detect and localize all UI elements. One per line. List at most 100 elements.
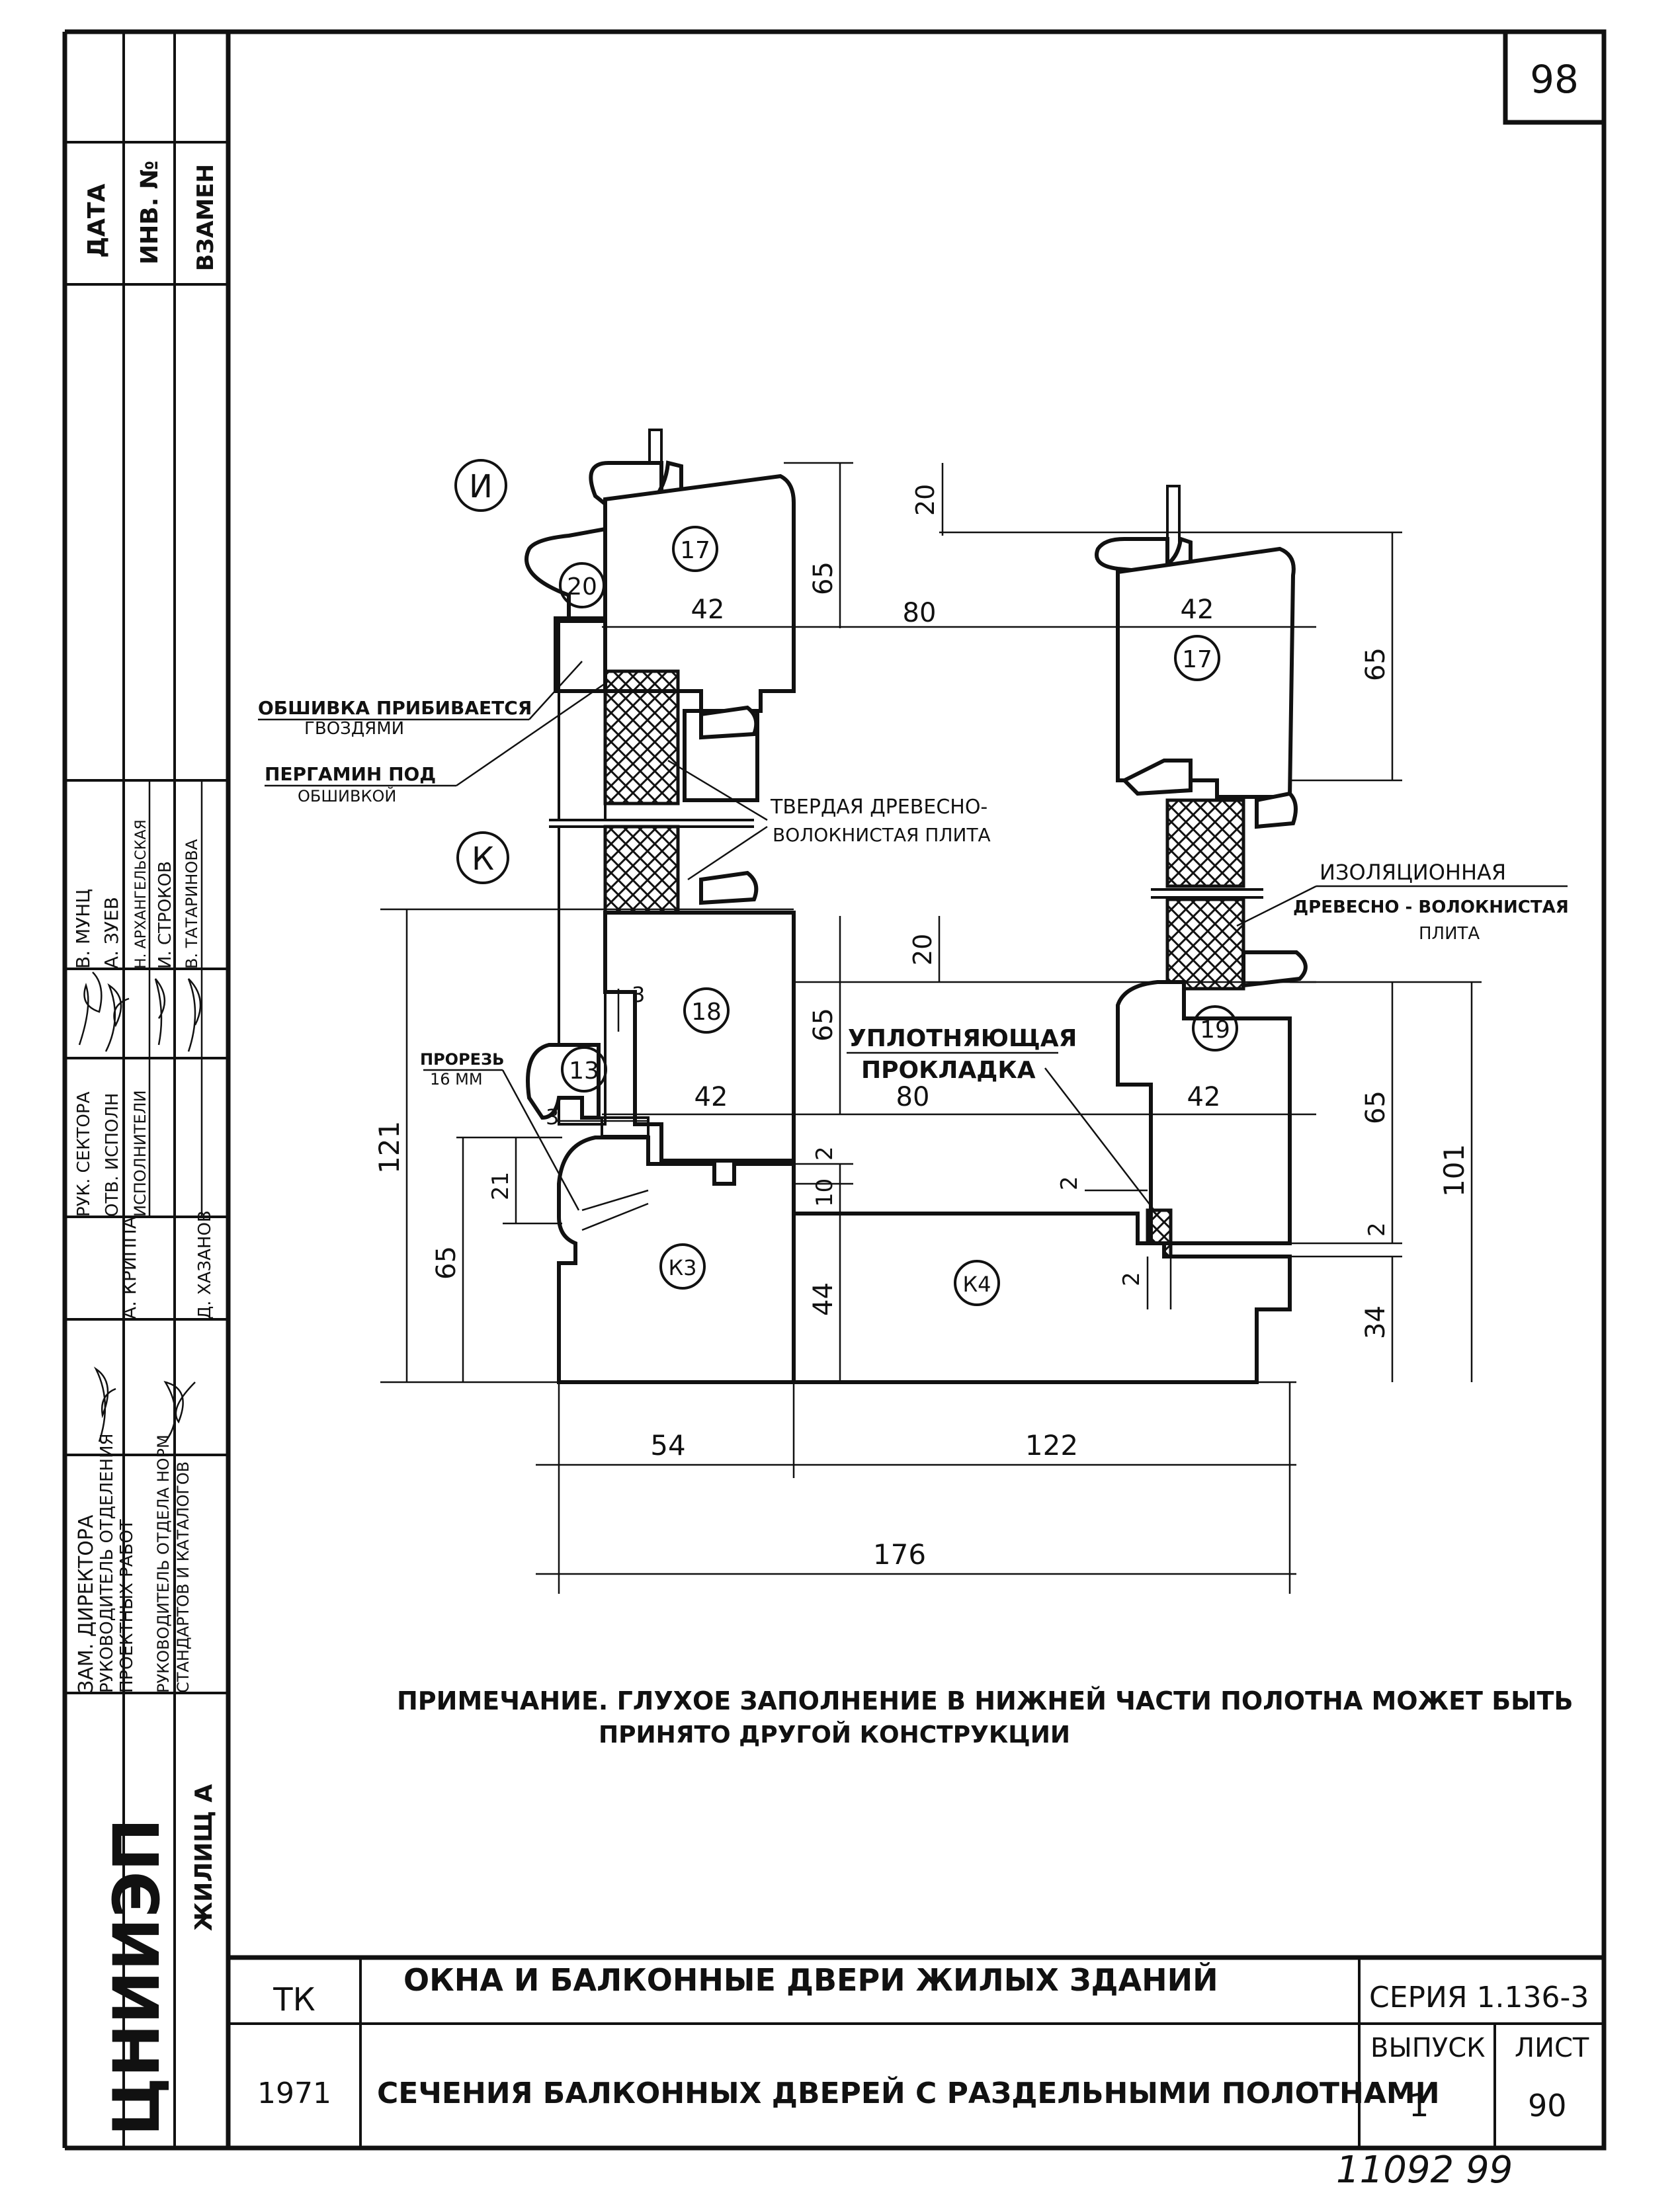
stamp-director-2a: РУКОВОДИТЕЛЬ ОТДЕЛА НОРМ — [154, 1434, 173, 1693]
sheet-border — [62, 29, 1607, 2151]
dim-34: 34 — [1361, 1305, 1391, 1339]
signature-2 — [105, 983, 130, 1052]
dim-21: 21 — [487, 1172, 514, 1200]
callouts: ОБШИВКА ПРИБИВАЕТСЯ ГВОЗДЯМИ ПЕРГАМИН ПО… — [258, 661, 1569, 1211]
signature-3 — [154, 978, 166, 1046]
stamp-name-munc: В. МУНЦ — [72, 889, 94, 969]
label-pergamin-2: ОБШИВКОЙ — [298, 786, 396, 805]
dim-2-b: 2 — [1056, 1176, 1083, 1190]
part-markers: 17 20 17 18 13 19 К3 К4 — [559, 526, 1238, 1306]
dim-121: 121 — [373, 1121, 405, 1174]
tb-series: СЕРИЯ 1.136-3 — [1369, 1981, 1589, 2014]
dim-65-right: 65 — [1361, 1091, 1391, 1124]
tb-subtitle: СЕЧЕНИЯ БАЛКОННЫХ ДВЕРЕЙ С РАЗДЕЛЬНЫМИ П… — [377, 2075, 1440, 2110]
dim-101: 101 — [1438, 1144, 1470, 1197]
note: ПРИМЕЧАНИЕ. ГЛУХОЕ ЗАПОЛНЕНИЕ В НИЖНЕЙ Ч… — [397, 1686, 1573, 1749]
label-nails-1: ОБШИВКА ПРИБИВАЕТСЯ — [258, 697, 532, 719]
stamp-name-zuev: А. ЗУЕВ — [101, 897, 122, 969]
page-number: 98 — [1530, 57, 1579, 102]
label-nails-2: ГВОЗДЯМИ — [304, 719, 404, 739]
tb-issue: 1 — [1409, 2087, 1429, 2124]
dim-42-d: 42 — [1187, 1082, 1221, 1112]
dim-2-d: 2 — [1118, 1272, 1145, 1286]
tb-title: ОКНА И БАЛКОННЫЕ ДВЕРИ ЖИЛЫХ ЗДАНИЙ — [403, 1962, 1218, 1998]
dim-80-b: 80 — [896, 1082, 930, 1112]
stamp-director-2b: СТАНДАРТОВ И КАТАЛОГОВ — [174, 1462, 192, 1693]
part-20: 20 — [567, 573, 597, 600]
stamp-director-1a: ЗАМ. ДИРЕКТОРА — [75, 1514, 98, 1693]
section-i-label: И — [469, 468, 493, 505]
label-hard-2: ВОЛОКНИСТАЯ ПЛИТА — [773, 824, 991, 846]
dim-65-top-left: 65 — [808, 561, 839, 595]
stamp-name-krippa: А. КРИППА — [118, 1216, 140, 1319]
part-19: 19 — [1200, 1016, 1230, 1044]
tb-code: ТК — [273, 1981, 315, 2018]
dim-2-c: 2 — [1364, 1222, 1390, 1237]
tb-issue-label: ВЫПУСК — [1370, 2033, 1486, 2063]
part-k3: К3 — [668, 1255, 696, 1280]
label-hard-1: ТВЕРДАЯ ДРЕВЕСНО- — [770, 796, 987, 819]
handwritten-number: 11092 99 — [1336, 2149, 1513, 2187]
stamp-inv: ИНВ. № — [136, 161, 163, 265]
signature-4 — [187, 978, 202, 1052]
label-insul-1: ИЗОЛЯЦИОННАЯ — [1320, 860, 1506, 885]
part-17-right: 17 — [1182, 646, 1212, 673]
dim-3-b: 3 — [546, 1104, 559, 1130]
page-number-box: 98 — [1503, 29, 1607, 125]
stamp-role-sector: РУК. СЕКТОРА — [74, 1091, 94, 1217]
dim-20-mid: 20 — [908, 934, 937, 966]
stamp-name-strokov: И. СТРОКОВ — [155, 861, 175, 969]
stamp-name-khazanov: Д. ХАЗАНОВ — [195, 1210, 215, 1319]
title-block: ТК 1971 ОКНА И БАЛКОННЫЕ ДВЕРИ ЖИЛЫХ ЗДА… — [228, 1955, 1604, 2148]
signature-1 — [78, 971, 103, 1046]
dim-65-left: 65 — [431, 1246, 462, 1280]
stamp-role-resp: ОТВ. ИСПОЛН — [103, 1093, 122, 1217]
part-18: 18 — [691, 999, 722, 1026]
side-stamp: ДАТА ИНВ. № ВЗАМЕН РУК. СЕКТОРА ОТВ. ИСП… — [65, 32, 228, 2148]
label-slot-1: ПРОРЕЗЬ — [420, 1050, 504, 1069]
stamp-org-logo: ЦНИИЭП — [100, 1818, 174, 2136]
dim-3-a: 3 — [632, 982, 645, 1007]
left-section-geometry — [525, 429, 796, 1384]
right-section-geometry — [792, 485, 1308, 1384]
section-k-label: К — [472, 841, 494, 878]
note-line-1: ПРИМЕЧАНИЕ. ГЛУХОЕ ЗАПОЛНЕНИЕ В НИЖНЕЙ Ч… — [397, 1686, 1573, 1715]
dim-54: 54 — [650, 1429, 685, 1462]
dim-80-a: 80 — [903, 598, 937, 628]
label-slot-2: 16 ММ — [430, 1070, 483, 1089]
tb-sheet-label: ЛИСТ — [1515, 2033, 1589, 2063]
stamp-replace: ВЗАМЕН — [192, 164, 219, 271]
stamp-director-1c: ПРОЕКТНЫХ РАБОТ — [117, 1519, 137, 1693]
dim-42-c: 42 — [694, 1082, 728, 1112]
label-seal-2: ПРОКЛАДКА — [861, 1057, 1036, 1084]
label-insul-3: ПЛИТА — [1419, 924, 1480, 944]
note-line-2: ПРИНЯТО ДРУГОЙ КОНСТРУКЦИИ — [599, 1721, 1070, 1749]
dim-65-top-right: 65 — [1361, 647, 1391, 681]
dim-122: 122 — [1025, 1429, 1078, 1462]
dim-176: 176 — [873, 1538, 926, 1571]
part-17-left: 17 — [680, 537, 710, 564]
dim-10: 10 — [812, 1178, 838, 1207]
dim-20-top: 20 — [911, 484, 940, 516]
stamp-org-sub: ЖИЛИЩ А — [190, 1784, 218, 1931]
dimension-texts: 20 65 42 80 42 65 20 3 65 42 80 42 65 10… — [373, 484, 1470, 1571]
part-k4: К4 — [962, 1272, 991, 1297]
dim-65-mid: 65 — [808, 1008, 839, 1042]
signature-5 — [93, 1366, 116, 1442]
dim-42-a: 42 — [691, 595, 725, 625]
label-seal-1: УПЛОТНЯЮЩАЯ — [848, 1025, 1077, 1052]
stamp-date: ДАТА — [83, 184, 110, 258]
part-13: 13 — [569, 1057, 599, 1085]
signature-6 — [163, 1381, 196, 1442]
label-insul-2: ДРЕВЕСНО - ВОЛОКНИСТАЯ — [1293, 897, 1569, 917]
stamp-name-arkh: Н. АРХАНГЕЛЬСКАЯ — [133, 819, 149, 969]
stamp-name-tatarinova: В. ТАТАРИНОВА — [183, 839, 201, 969]
stamp-role-exec: ИСПОЛНИТЕЛИ — [131, 1090, 149, 1217]
tb-year: 1971 — [257, 2077, 331, 2110]
section-markers: И К — [454, 459, 509, 884]
dim-44: 44 — [808, 1282, 839, 1316]
dim-2-a: 2 — [812, 1146, 838, 1161]
dimension-lines — [380, 462, 1482, 1594]
label-pergamin-1: ПЕРГАМИН ПОД — [265, 763, 436, 785]
